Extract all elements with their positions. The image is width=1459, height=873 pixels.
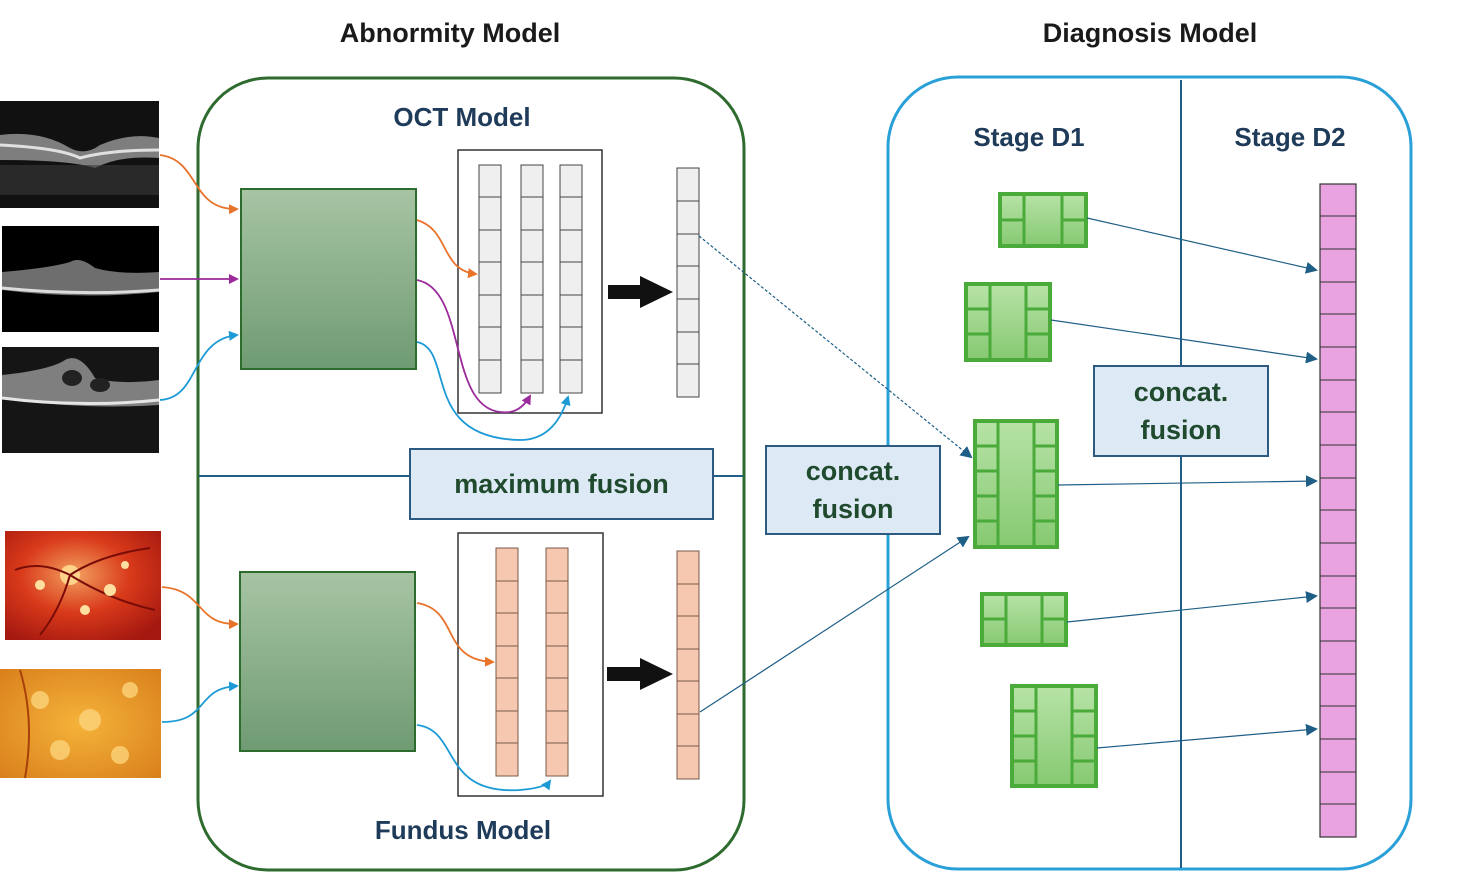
oct-to-d1-arrow (698, 235, 973, 459)
d1-to-d2-arrow-1 (1086, 217, 1318, 274)
fundus-model-block (239, 571, 416, 752)
oct-image-2 (1, 226, 160, 332)
fundus-feature-column-2 (545, 547, 569, 777)
d1-block-1 (998, 192, 1088, 248)
fundus-feature-panel (457, 532, 604, 797)
diagnosis-model-title: Diagnosis Model (1042, 18, 1258, 48)
oct-model-block (240, 188, 417, 370)
d1-to-d2-arrow-5 (1096, 723, 1318, 749)
fundus-feature-arrow-blue (416, 724, 552, 791)
oct-image-1 (0, 101, 160, 208)
fundus-feature-arrow-orange (416, 602, 495, 667)
abnormity-model-title: Abnormity Model (339, 18, 561, 48)
fundus-to-d1-arrow (699, 535, 970, 713)
fundus-input-arrow-orange (161, 586, 239, 630)
fundus-model-label: Fundus Model (374, 815, 552, 845)
oct-input-arrow-orange (159, 154, 239, 215)
d1-to-d2-arrow-4 (1066, 591, 1318, 623)
oct-feature-arrow-blue (416, 341, 571, 441)
oct-feature-arrow-purple (416, 279, 531, 413)
fundus-image-2 (0, 669, 161, 779)
fundus-image-1 (5, 531, 161, 640)
oct-model-label: OCT Model (393, 102, 531, 132)
d1-to-d2-arrow-3 (1057, 475, 1318, 488)
fundus-input-arrow-blue (161, 681, 239, 723)
concat-fusion-box-middle: concat. fusion (765, 445, 941, 535)
oct-fused-vector (676, 167, 700, 398)
oct-pooling-arrow (608, 276, 673, 308)
d1-block-2 (964, 282, 1052, 362)
oct-image-3 (1, 347, 160, 453)
oct-input-arrow-blue (159, 330, 239, 401)
maximum-fusion-box: maximum fusion (409, 448, 714, 520)
d1-block-4 (980, 592, 1068, 647)
abnormity-model-container (196, 76, 746, 872)
oct-feature-column-1 (478, 164, 502, 394)
oct-feature-arrow-orange (416, 219, 478, 279)
fundus-feature-column-1 (495, 547, 519, 777)
oct-feature-column-2 (520, 164, 544, 394)
d1-to-d2-arrow-2 (1050, 319, 1318, 364)
d1-block-5 (1010, 684, 1098, 788)
fundus-fused-vector (676, 550, 700, 780)
fundus-pooling-arrow (607, 658, 673, 690)
stage-d2-label: Stage D2 (1234, 122, 1346, 152)
oct-feature-column-3 (559, 164, 583, 394)
d1-block-3 (973, 419, 1059, 549)
stage-d1-label: Stage D1 (973, 122, 1085, 152)
d2-vector (1319, 183, 1357, 838)
concat-fusion-box-diagnosis: concat. fusion (1093, 365, 1269, 457)
